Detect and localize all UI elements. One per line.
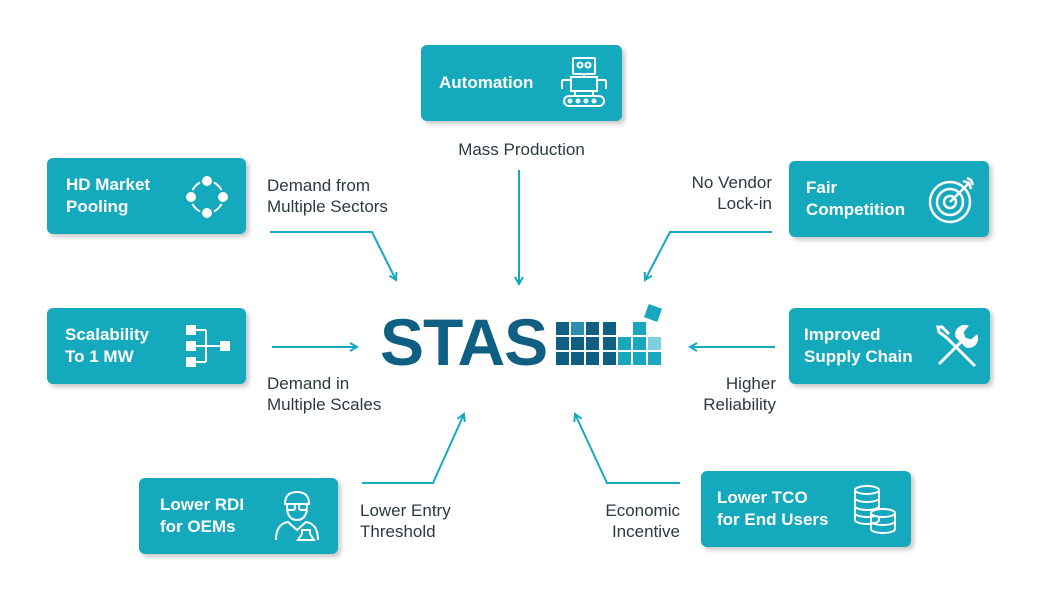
scientist-icon bbox=[272, 490, 322, 548]
supply-chain-box: Improved Supply Chain bbox=[789, 308, 990, 384]
arrow-no-vendor bbox=[645, 231, 772, 280]
fair-competition-label: Fair Competition bbox=[806, 178, 906, 219]
coin-stack-icon bbox=[851, 483, 899, 541]
flow-diagram-icon bbox=[184, 322, 232, 376]
logo-blocks bbox=[556, 304, 662, 365]
lower-rdi-label: Lower RDI for OEMs bbox=[160, 495, 245, 536]
lower-rdi-box: Lower RDI for OEMs bbox=[139, 478, 338, 554]
tools-icon bbox=[933, 322, 981, 376]
hd-market-label: HD Market Pooling bbox=[66, 175, 151, 216]
scalability-label: Scalability To 1 MW bbox=[65, 325, 150, 366]
network-pool-icon bbox=[183, 173, 231, 227]
lower-tco-label: Lower TCO for End Users bbox=[717, 488, 829, 529]
caption-economic-incentive: Economic Incentive bbox=[605, 501, 680, 541]
scalability-box: Scalability To 1 MW bbox=[47, 308, 246, 384]
caption-higher-reliability: Higher Reliability bbox=[703, 374, 776, 414]
supply-chain-label: Improved Supply Chain bbox=[804, 325, 913, 366]
target-icon bbox=[927, 175, 977, 231]
caption-no-vendor: No Vendor Lock-in bbox=[691, 173, 772, 213]
fair-competition-box: Fair Competition bbox=[789, 161, 989, 237]
caption-lower-entry: Lower Entry Threshold bbox=[360, 501, 451, 541]
robot-icon bbox=[559, 55, 609, 117]
hd-market-box: HD Market Pooling bbox=[47, 158, 246, 234]
caption-demand-sectors: Demand from Multiple Sectors bbox=[267, 176, 388, 216]
arrow-demand-sectors bbox=[270, 231, 396, 280]
automation-box: Automation bbox=[421, 45, 622, 121]
lower-tco-box: Lower TCO for End Users bbox=[701, 471, 911, 547]
caption-mass-production: Mass Production bbox=[458, 140, 585, 159]
caption-demand-scales: Demand in Multiple Scales bbox=[267, 374, 382, 414]
logo-text: STAS bbox=[380, 305, 548, 379]
arrow-economic-incentive bbox=[575, 414, 680, 484]
arrow-lower-entry bbox=[362, 414, 464, 484]
automation-label: Automation bbox=[439, 73, 534, 92]
